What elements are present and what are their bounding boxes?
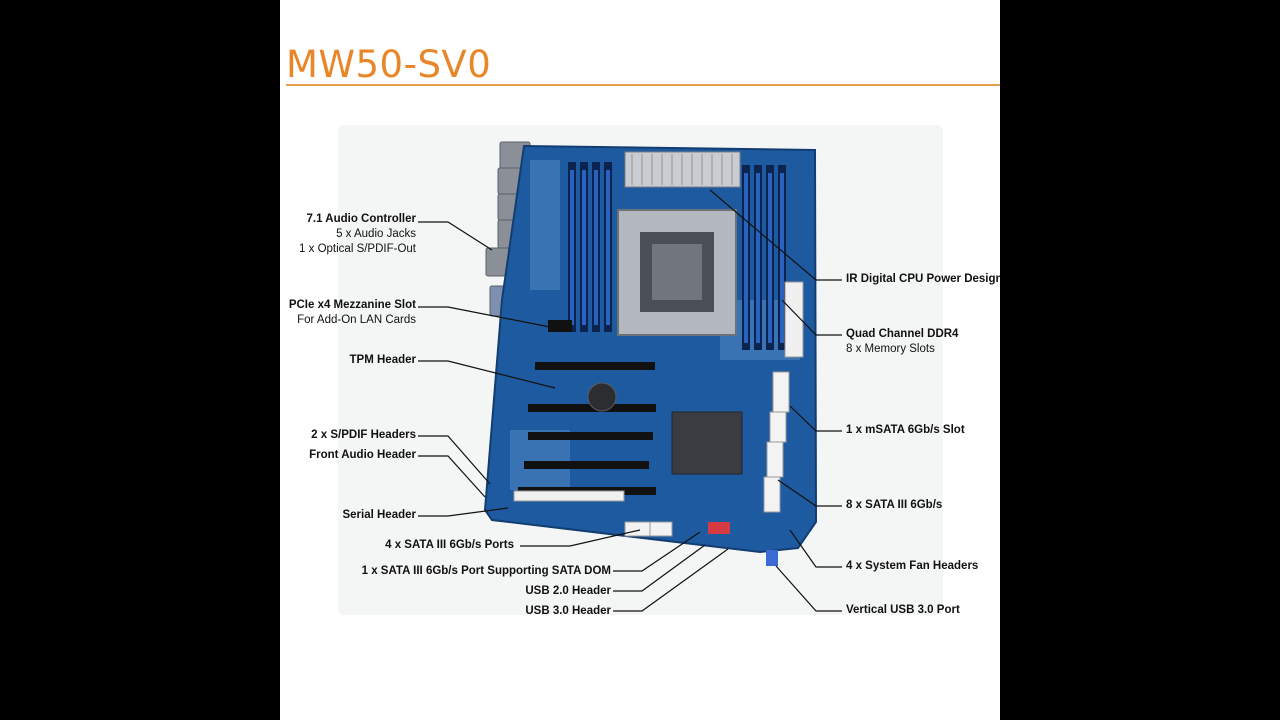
callout-audio: 7.1 Audio Controller 5 x Audio Jacks 1 x… <box>299 212 416 257</box>
callout-sata-dom: 1 x SATA III 6Gb/s Port Supporting SATA … <box>362 564 611 579</box>
callout-vusb3: Vertical USB 3.0 Port <box>846 603 960 618</box>
callout-tpm-title: TPM Header <box>349 354 416 366</box>
chipset-heatsink <box>671 411 743 475</box>
callout-usb3: USB 3.0 Header <box>525 604 611 619</box>
callout-msata: 1 x mSATA 6Gb/s Slot <box>846 423 965 438</box>
callout-fans: 4 x System Fan Headers <box>846 559 978 574</box>
callout-vusb3-title: Vertical USB 3.0 Port <box>846 604 960 616</box>
callout-ddr4-sub: 8 x Memory Slots <box>846 343 935 355</box>
callout-audio-sub-1: 5 x Audio Jacks <box>336 228 416 240</box>
callout-ddr4: Quad Channel DDR4 8 x Memory Slots <box>846 327 958 357</box>
heatsink-fins <box>631 154 733 185</box>
callout-sata4: 4 x SATA III 6Gb/s Ports <box>385 538 514 553</box>
callout-usb2: USB 2.0 Header <box>525 584 611 599</box>
callout-msata-title: 1 x mSATA 6Gb/s Slot <box>846 424 965 436</box>
callout-front-audio: Front Audio Header <box>309 448 416 463</box>
callout-pcie-mezz: PCIe x4 Mezzanine Slot For Add-On LAN Ca… <box>289 298 416 328</box>
callout-usb2-title: USB 2.0 Header <box>525 585 611 597</box>
callout-front-audio-title: Front Audio Header <box>309 449 416 461</box>
callout-serial: Serial Header <box>342 508 416 523</box>
callout-spdif-title: 2 x S/PDIF Headers <box>311 429 416 441</box>
sata-dom-port <box>708 522 730 534</box>
callout-sata8-title: 8 x SATA III 6Gb/s <box>846 499 943 511</box>
vertical-usb3-port <box>766 550 778 566</box>
callout-sata-dom-title: 1 x SATA III 6Gb/s Port Supporting SATA … <box>361 565 611 577</box>
callout-pcie-mezz-sub: For Add-On LAN Cards <box>297 314 416 326</box>
callout-sata8: 8 x SATA III 6Gb/s <box>846 498 942 513</box>
memory-slots-right <box>742 165 786 350</box>
motherboard-diagram <box>338 125 943 615</box>
callout-sata4-title: 4 x SATA III 6Gb/s Ports <box>385 539 514 551</box>
atx-power-connector <box>784 281 804 358</box>
callout-ir-power-title: IR Digital CPU Power Design <box>846 273 1000 285</box>
callout-usb3-title: USB 3.0 Header <box>525 605 611 617</box>
pcie-slots <box>513 362 656 502</box>
mezzanine-slot <box>548 320 572 332</box>
slide-page: MW50-SV0 <box>280 0 1000 720</box>
callout-spdif: 2 x S/PDIF Headers <box>311 428 416 443</box>
callout-ir-power: IR Digital CPU Power Design <box>846 272 1000 287</box>
callout-pcie-mezz-title: PCIe x4 Mezzanine Slot <box>288 299 416 311</box>
sata-connectors <box>624 371 790 537</box>
cpu-socket-center <box>652 244 702 300</box>
callout-audio-title: 7.1 Audio Controller <box>306 213 416 225</box>
callout-ddr4-title: Quad Channel DDR4 <box>846 328 959 340</box>
cmos-battery <box>587 382 617 412</box>
callout-audio-sub-2: 1 x Optical S/PDIF-Out <box>299 243 416 255</box>
callout-serial-title: Serial Header <box>342 509 416 521</box>
leader-lines <box>418 189 842 612</box>
memory-slots-left <box>568 162 612 332</box>
callout-fans-title: 4 x System Fan Headers <box>846 560 979 572</box>
callout-tpm: TPM Header <box>350 353 416 368</box>
page-title: MW50-SV0 <box>286 43 492 86</box>
title-divider <box>286 84 1000 86</box>
